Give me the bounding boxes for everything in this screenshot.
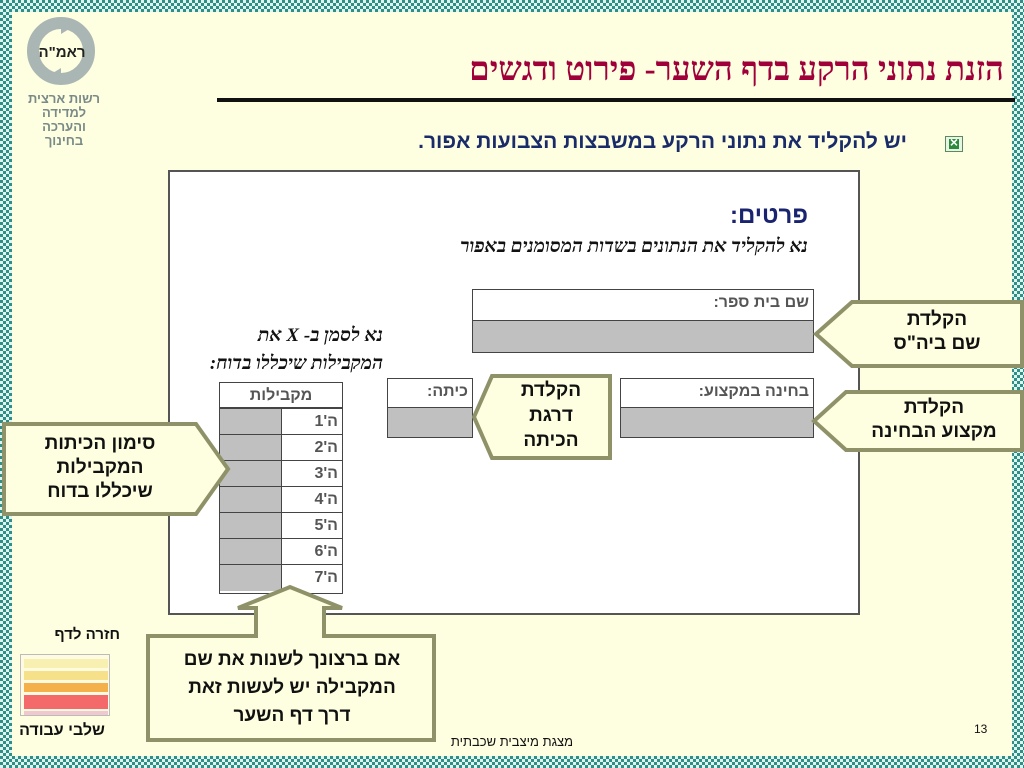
parallels-instruction: נא לסמן ב- X את המקבילות שיכללו בדוח:: [209, 325, 383, 374]
parallel-checkbox[interactable]: [220, 409, 282, 434]
callout-arrow-shape: [811, 390, 1024, 452]
callout-class: הקלדת דרגת הכיתה: [470, 374, 612, 460]
work-steps-link[interactable]: שלבי עבודה: [19, 722, 105, 739]
subject-label: בחינה במקצוע:: [698, 383, 809, 400]
callout-parallels: סימון הכיתות המקבילות שיכללו בדוח: [2, 422, 232, 516]
callout-school-name: הקלדת שם ביה"ס: [812, 300, 1024, 368]
parallel-checkbox[interactable]: [220, 539, 282, 564]
footer-text: מצגת מיצבית שכבתית: [450, 734, 574, 749]
parallels-header: מקבילות: [220, 383, 342, 409]
parallel-label: ה'5: [314, 517, 338, 534]
callout-arrow-shape: [471, 374, 612, 460]
callout-arrow-shape: [2, 422, 231, 516]
parallels-table: מקבילות ה'1 ה'2 ה'3 ה'4 ה'5: [219, 382, 343, 594]
subject-field[interactable]: בחינה במקצוע:: [620, 378, 814, 438]
title-divider: [217, 98, 1015, 102]
parallel-label: ה'6: [314, 543, 338, 560]
parallel-checkbox[interactable]: [220, 461, 282, 486]
logo-text: ראמ"ה: [38, 44, 86, 61]
page-number: 13: [974, 722, 988, 736]
table-row: ה'7: [220, 565, 342, 591]
back-to-page-link[interactable]: חזרה לדף: [54, 626, 120, 643]
parallel-label: ה'2: [314, 439, 338, 456]
logo-icon: [27, 17, 95, 85]
work-steps-thumbnail[interactable]: [20, 654, 110, 716]
form-heading: פרטים:: [729, 202, 808, 229]
excel-icon: [945, 134, 963, 152]
table-row: ה'5: [220, 513, 342, 539]
table-row: ה'3: [220, 461, 342, 487]
parallel-label: ה'4: [314, 491, 338, 508]
subject-input[interactable]: [621, 407, 813, 437]
parallel-checkbox[interactable]: [220, 565, 282, 591]
parallel-label: ה'1: [314, 413, 338, 430]
table-row: ה'6: [220, 539, 342, 565]
class-label: כיתה:: [427, 383, 468, 400]
parallel-checkbox[interactable]: [220, 435, 282, 460]
callout-rename: אם ברצונך לשנות את שם המקבילה יש לעשות ז…: [146, 584, 436, 742]
parallel-label: ה'3: [314, 465, 338, 482]
form-instruction: נא להקליד את הנתונים בשדות המסומנים באפו…: [460, 236, 808, 257]
school-name-input[interactable]: [473, 320, 813, 352]
form-screenshot: פרטים: נא להקליד את הנתונים בשדות המסומנ…: [168, 170, 860, 615]
callout-subject: הקלדת מקצוע הבחינה: [810, 390, 1024, 452]
organization-name: רשות ארצית למדידה והערכה בחינוך: [27, 91, 101, 148]
callout-arrow-shape: [812, 300, 1024, 368]
school-name-field[interactable]: שם בית ספר:: [472, 289, 814, 353]
slide: ראמ"ה רשות ארצית למדידה והערכה בחינוך הז…: [2, 12, 1024, 756]
table-row: ה'2: [220, 435, 342, 461]
class-input[interactable]: [388, 407, 472, 437]
parallel-label: ה'7: [314, 569, 338, 586]
bullet-text: יש להקליד את נתוני הרקע במשבצות הצבועות …: [418, 130, 907, 153]
table-row: ה'4: [220, 487, 342, 513]
class-field[interactable]: כיתה:: [387, 378, 473, 438]
table-row: ה'1: [220, 409, 342, 435]
parallel-checkbox[interactable]: [220, 487, 282, 512]
callout-arrow-shape: [146, 584, 436, 742]
slide-title: הזנת נתוני הרקע בדף השער- פירוט ודגשים: [469, 52, 1004, 88]
school-name-label: שם בית ספר:: [713, 294, 809, 311]
parallel-checkbox[interactable]: [220, 513, 282, 538]
